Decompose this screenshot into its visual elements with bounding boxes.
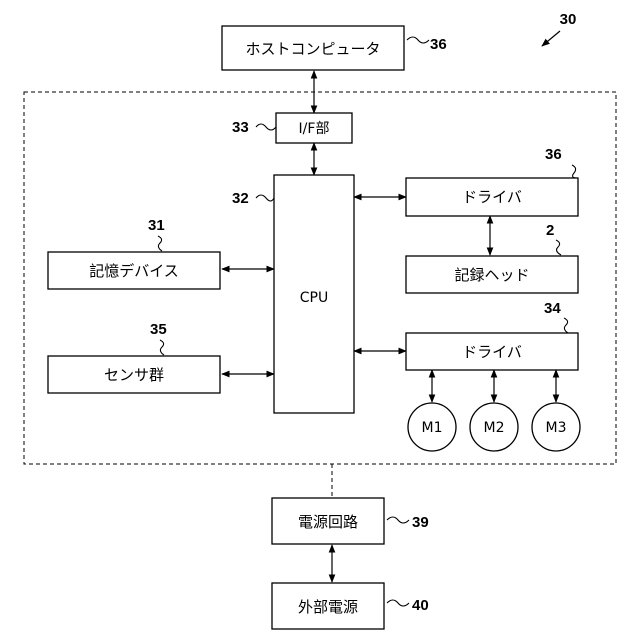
ref-driver2: 34 [544,300,568,333]
sensor-group-box: センサ群 [48,356,220,393]
power-circuit-box: 電源回路 [272,498,384,544]
ref-system: 30 [542,11,576,46]
cpu-box: CPU [274,175,354,413]
ref-31: 31 [148,217,165,234]
ref-33: 33 [232,119,249,136]
ref-power: 39 [387,514,429,531]
if-box: I/F部 [276,113,352,143]
ref-memory: 31 [148,217,165,251]
ref-34: 34 [544,300,561,317]
external-power-box: 外部電源 [272,583,384,629]
motor-m2: M2 [470,403,518,451]
ref-if: 33 [232,119,276,136]
ref-2: 2 [546,222,554,239]
memory-device-label: 記憶デバイス [89,262,179,280]
cpu-label: CPU [300,290,328,306]
ref-40: 40 [412,597,429,614]
ref-host: 36 [407,36,447,53]
ref-driver1: 36 [545,146,577,178]
sensor-group-label: センサ群 [104,366,164,384]
ref-sensor: 35 [150,321,167,355]
host-computer-box: ホストコンピュータ [222,26,404,70]
motor-m2-label: M2 [484,420,505,436]
power-circuit-label: 電源回路 [298,513,358,531]
if-label: I/F部 [299,121,330,137]
driver1-box: ドライバ [406,178,578,216]
ref-39: 39 [412,514,429,531]
ref-32: 32 [232,190,249,207]
ref-35: 35 [150,321,167,338]
external-power-label: 外部電源 [298,598,358,616]
ref-cpu: 32 [232,190,274,207]
ref-external: 40 [387,597,429,614]
print-head-label: 記録ヘッド [454,266,529,284]
print-head-box: 記録ヘッド [406,256,578,293]
motor-m3: M3 [532,403,580,451]
ref-head: 2 [546,222,561,255]
ref-30: 30 [560,11,577,28]
ref-36-driver: 36 [545,146,562,163]
driver1-label: ドライバ [462,188,522,206]
driver2-box: ドライバ [406,333,578,370]
ref-36-host: 36 [430,36,447,53]
motor-m1-label: M1 [422,420,443,436]
motor-m3-label: M3 [546,420,567,436]
memory-device-box: 記憶デバイス [48,252,220,289]
motor-m1: M1 [408,403,456,451]
host-computer-label: ホストコンピュータ [245,40,380,58]
driver2-label: ドライバ [462,343,522,361]
